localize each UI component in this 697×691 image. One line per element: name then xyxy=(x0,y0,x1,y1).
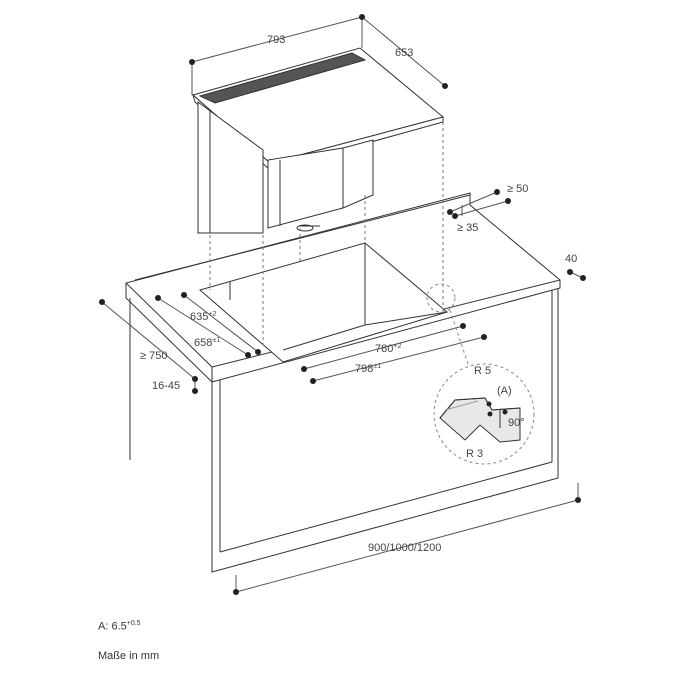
dim-635: 635+2 xyxy=(190,311,216,323)
dim-793: 793 xyxy=(267,34,285,46)
dim-thickness: 16-45 xyxy=(152,380,180,392)
detail-angle: 90° xyxy=(508,417,525,429)
dim-clear-50: ≥ 50 xyxy=(507,183,528,195)
dim-edge-40: 40 xyxy=(565,253,577,265)
dim-798: 798±1 xyxy=(355,363,381,375)
edge-detail xyxy=(426,283,535,465)
projection-lines xyxy=(209,122,444,345)
note-units: Maße in mm xyxy=(98,650,160,662)
dim-653: 653 xyxy=(395,47,413,59)
dim-658: 658±1 xyxy=(194,337,220,349)
dimension-lines xyxy=(101,16,584,593)
dim-780: 780+2 xyxy=(375,343,401,355)
dim-depth-750: ≥ 750 xyxy=(140,350,167,362)
note-a: A: 6.5+0.5 xyxy=(98,620,141,633)
cutout-opening xyxy=(198,242,449,363)
base-cabinet xyxy=(129,288,559,573)
detail-r5: R 5 xyxy=(474,365,491,377)
dimension-dots xyxy=(99,14,586,595)
dim-clear-35: ≥ 35 xyxy=(457,222,478,234)
cooktop-appliance xyxy=(191,47,445,234)
dim-cabinet-width: 900/1000/1200 xyxy=(368,542,441,554)
detail-a-marker: (A) xyxy=(497,385,512,397)
detail-r3: R 3 xyxy=(466,448,483,460)
